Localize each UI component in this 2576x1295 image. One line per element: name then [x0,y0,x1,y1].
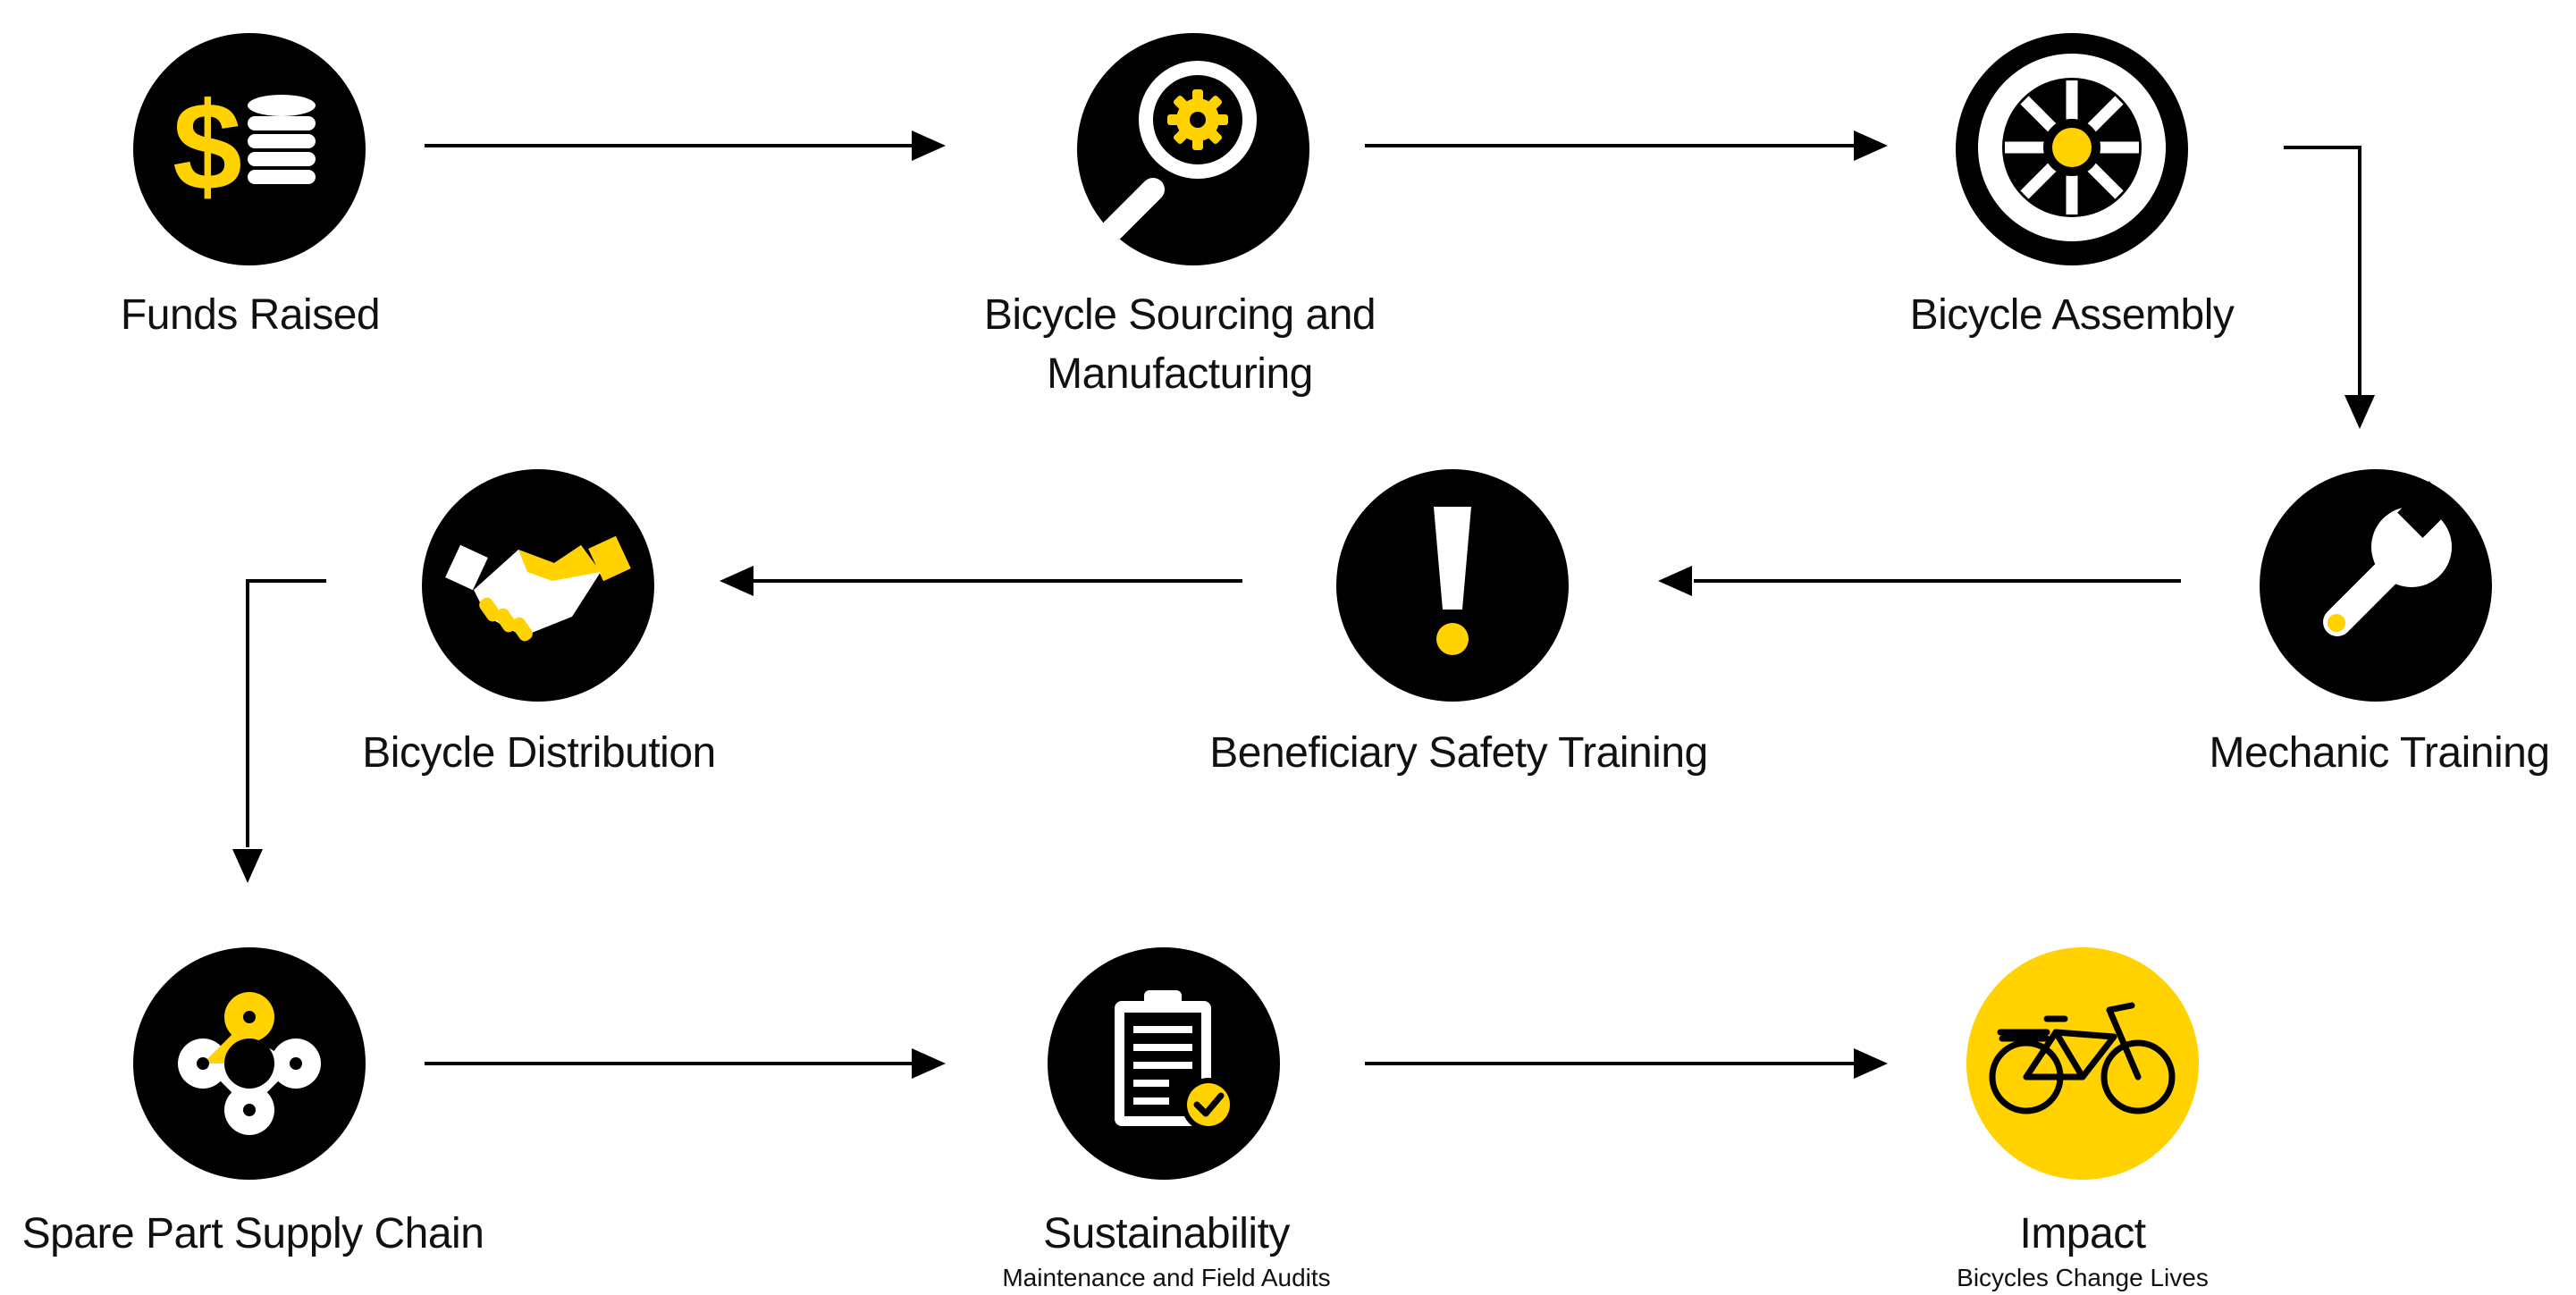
step-mechanic-label: Mechanic Training [2209,729,2550,777]
arrowhead [1854,1048,1888,1079]
svg-text:$: $ [173,76,242,216]
step-safety-label: Beneficiary Safety Training [1209,729,1708,777]
wrench-icon [2260,469,2492,702]
step-sustainability-label: Sustainability [1043,1210,1290,1257]
step-spareparts-label: Spare Part Supply Chain [21,1210,484,1257]
arrowhead [912,130,946,161]
arrowhead [720,566,753,596]
chain-link-icon [133,947,366,1180]
bicycle-icon [1966,947,2199,1180]
arrowhead [912,1048,946,1079]
arrowheads [232,130,2375,1079]
wheel-icon [1956,33,2188,265]
step-sourcing-label-line1: Bicycle Sourcing and [983,291,1376,339]
arrowhead [2344,395,2375,429]
step-distribution-label: Bicycle Distribution [362,729,716,777]
step-assembly-label: Bicycle Assembly [1909,291,2235,339]
step-impact-label: Impact [2019,1210,2146,1257]
arrowhead [1854,130,1888,161]
arrow-distribution-to-spareparts [246,579,326,847]
arrowhead [1658,566,1692,596]
exclamation-icon [1336,469,1569,702]
magnifier-gear-icon [1077,33,1309,265]
step-impact-subtitle: Bicycles Change Lives [1957,1264,2209,1291]
handshake-icon [422,469,654,702]
clipboard-check-icon [1048,947,1280,1180]
connector-arrows [246,144,2361,1065]
arrowhead [232,849,263,883]
step-sourcing-label-line2: Manufacturing [1047,350,1313,398]
arrow-assembly-to-mechanic [2284,146,2361,395]
step-funds-label: Funds Raised [120,291,381,339]
money-coins-icon: $ [133,33,366,265]
step-sustainability-subtitle: Maintenance and Field Audits [1002,1264,1331,1291]
